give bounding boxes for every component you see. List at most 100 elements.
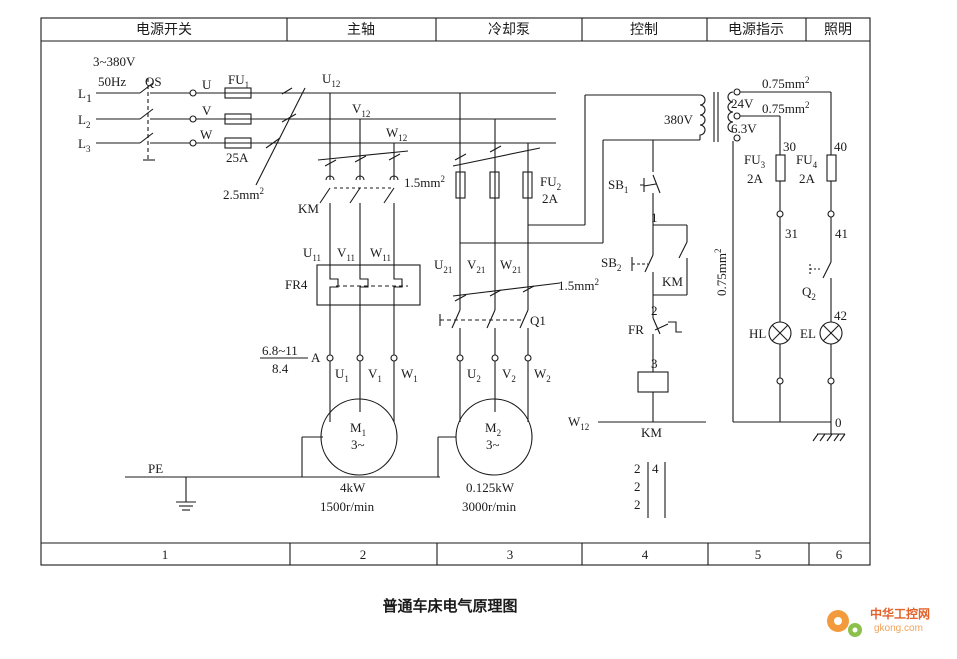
fr-terminal-v11: V11 — [337, 245, 355, 263]
header-power-switch: 电源开关 — [136, 22, 192, 38]
node-1: 1 — [651, 210, 658, 225]
line-l2: L2 — [78, 112, 90, 130]
header-power-indicator: 电源指示 — [728, 22, 784, 38]
phase-v: V — [202, 103, 212, 118]
tap-24v: 24V — [731, 96, 754, 111]
motor2-power: 0.125kW — [466, 480, 515, 495]
line-l3: L3 — [78, 136, 91, 154]
lighting-circuit — [809, 92, 846, 442]
phase-w: W — [200, 127, 213, 142]
header-lighting: 照明 — [824, 23, 852, 38]
contact-index-1: 2 — [634, 461, 641, 476]
fu4-label: FU4 — [796, 152, 818, 170]
motor2-type: 3~ — [486, 437, 500, 452]
coolant-pump-circuit — [437, 93, 561, 477]
labels: 3~380V 50Hz QS L1 L2 L3 U V W FU1 25A 2.… — [78, 54, 848, 514]
pump-terminal-w21: W21 — [500, 257, 521, 275]
pump-terminal-u21: U21 — [434, 257, 452, 275]
q1-label: Q1 — [530, 313, 546, 328]
pe-bus — [125, 476, 440, 511]
fu2-label: FU2 — [540, 174, 561, 192]
km-hold-label: KM — [662, 274, 683, 289]
bus-v12: V12 — [352, 101, 370, 119]
frame — [40, 17, 871, 566]
header-labels: 电源开关 主轴 冷却泵 控制 电源指示 照明 — [136, 22, 852, 38]
fu3-label: FU3 — [744, 152, 766, 170]
watermark-brand: 中华工控网 — [870, 606, 930, 621]
motor1-power: 4kW — [340, 480, 366, 495]
fr-terminal-u11: U11 — [303, 245, 321, 263]
tap-63v: 6.3V — [731, 121, 757, 136]
wire-24v-size: 0.75mm2 — [762, 75, 809, 91]
node-40: 40 — [834, 139, 847, 154]
motor1-speed: 1500r/min — [320, 499, 375, 514]
line-l1: L1 — [78, 86, 92, 105]
transformer — [699, 88, 831, 422]
header-control: 控制 — [630, 22, 658, 38]
header-spindle: 主轴 — [347, 22, 375, 38]
km-main-label: KM — [298, 201, 319, 216]
fr4-label: FR4 — [285, 277, 308, 292]
transformer-input: 380V — [664, 112, 694, 127]
contact-index-3: 2 — [634, 497, 641, 512]
motor2-speed: 3000r/min — [462, 499, 517, 514]
q2-label: Q2 — [802, 284, 816, 302]
fr-terminal-w11: W11 — [370, 245, 391, 263]
node-0: 0 — [835, 415, 842, 430]
gear-icon — [827, 610, 862, 637]
fr-setting: 8.4 — [272, 361, 289, 376]
fu3-rating: 2A — [747, 171, 764, 186]
phase-u: U — [202, 77, 212, 92]
footer-col-6: 6 — [836, 547, 843, 562]
motor2-name: M2 — [485, 420, 501, 438]
el-label: EL — [800, 326, 816, 341]
pump-wire-size-2: 1.5mm2 — [558, 277, 599, 293]
fu4-rating: 2A — [799, 171, 816, 186]
watermark: 中华工控网 gkong.com — [827, 606, 930, 637]
m1-terminal-w1: W1 — [401, 366, 418, 384]
km-coil-label: KM — [641, 425, 662, 440]
bus-u12: U12 — [322, 71, 340, 89]
m2-terminal-v2: V2 — [502, 366, 516, 384]
qs-label: QS — [145, 74, 162, 89]
indicator-circuit — [733, 116, 831, 423]
pump-wire-size: 1.5mm2 — [404, 174, 445, 190]
terminal-a: A — [311, 350, 321, 365]
contact-index-right: 4 — [652, 461, 659, 476]
power-supply — [96, 78, 556, 186]
footer-col-1: 1 — [162, 547, 169, 562]
fr-range: 6.8~11 — [262, 343, 298, 358]
sb2-label: SB2 — [601, 255, 621, 273]
footer-col-5: 5 — [755, 547, 762, 562]
main-wire-size: 2.5mm2 — [223, 186, 264, 202]
fu1-label: FU1 — [228, 72, 249, 90]
supply-frequency: 50Hz — [98, 74, 126, 89]
m1-terminal-u1: U1 — [335, 366, 349, 384]
spindle-circuit — [260, 93, 421, 477]
footer-col-2: 2 — [360, 547, 367, 562]
m2-terminal-w2: W2 — [534, 366, 551, 384]
fu2-rating: 2A — [542, 191, 559, 206]
hl-label: HL — [749, 326, 766, 341]
watermark-site: gkong.com — [874, 623, 923, 634]
header-coolant-pump: 冷却泵 — [488, 22, 530, 38]
m1-terminal-v1: V1 — [368, 366, 382, 384]
pump-terminal-v21: V21 — [467, 257, 485, 275]
node-2: 2 — [651, 303, 658, 318]
node-30: 30 — [783, 139, 796, 154]
control-w12: W12 — [568, 414, 589, 432]
wire-63v-size: 0.75mm2 — [762, 100, 809, 116]
wire-vertical-size: 0.75mm2 — [713, 249, 729, 296]
footer-col-4: 4 — [642, 547, 649, 562]
control-circuit — [460, 94, 706, 518]
sb1-label: SB1 — [608, 177, 628, 195]
fr-contact-label: FR — [628, 322, 644, 337]
supply-voltage: 3~380V — [93, 54, 136, 69]
footer-col-3: 3 — [507, 547, 514, 562]
motor1-name: M1 — [350, 420, 366, 438]
bus-w12: W12 — [386, 125, 407, 143]
motor1-type: 3~ — [351, 437, 365, 452]
pe-label: PE — [148, 461, 163, 476]
diagram-title: 普通车床电气原理图 — [382, 597, 517, 615]
